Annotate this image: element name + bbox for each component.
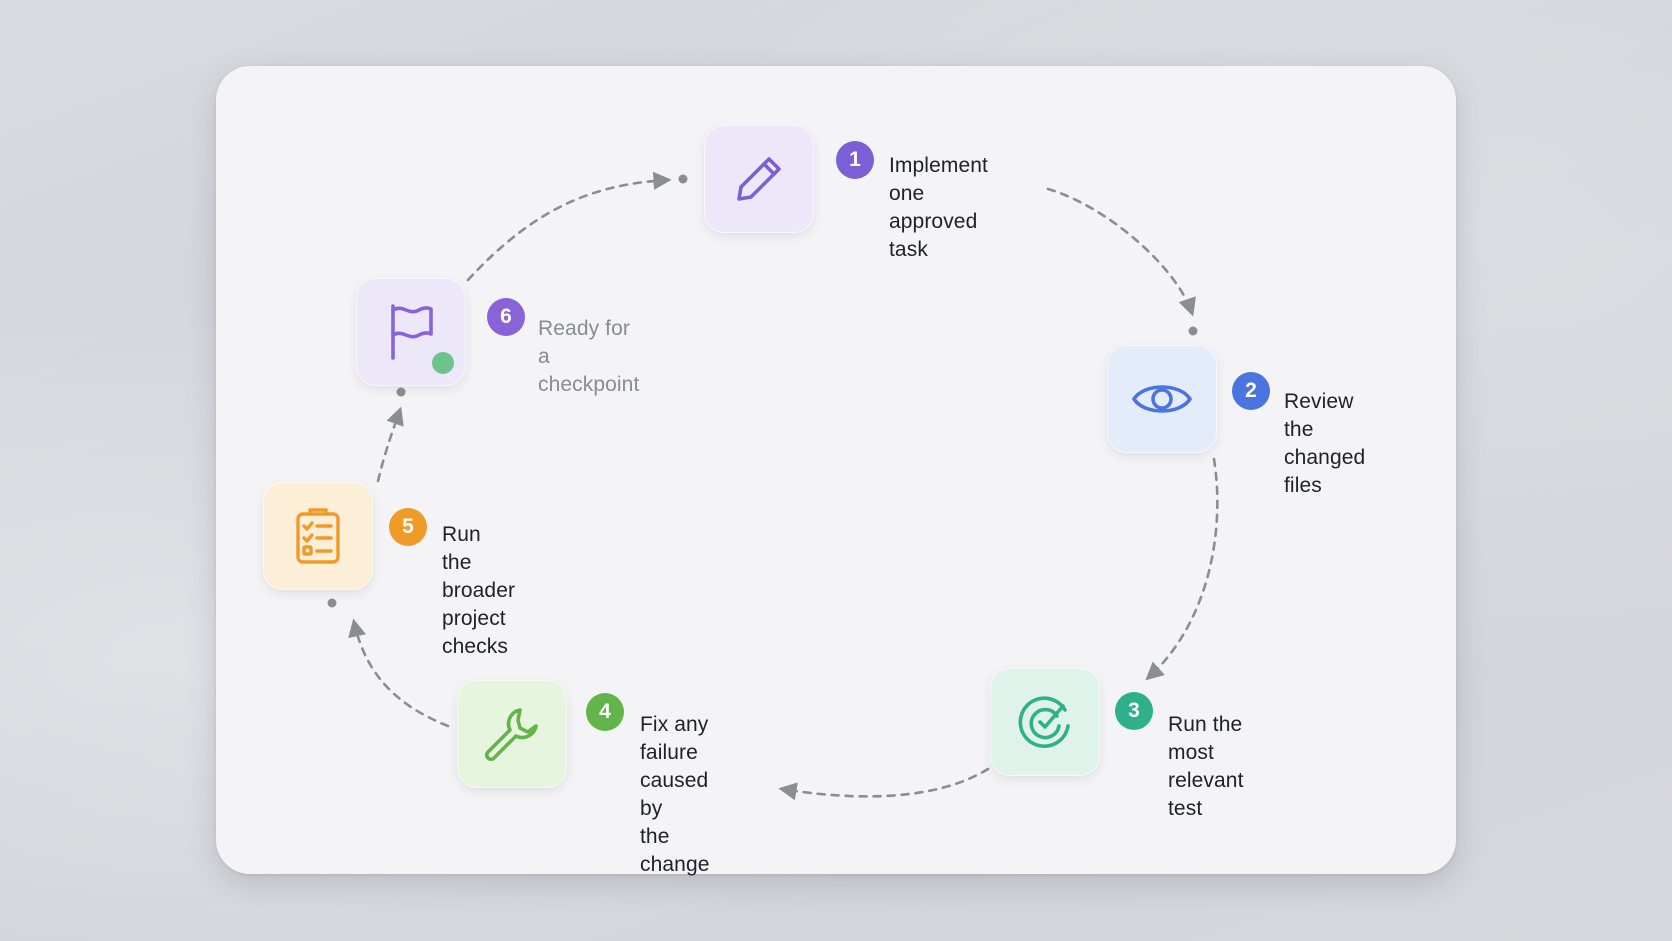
connector-endpoint-dot — [396, 387, 406, 397]
connector-endpoint-dot — [327, 598, 337, 608]
step-6-number-badge: 6 — [487, 298, 525, 336]
step-1-label: Implement one approved task — [889, 154, 988, 261]
connector-6-to-1 — [466, 171, 672, 282]
step-2-label: Review the changed files — [1284, 390, 1366, 497]
connector-endpoint-dot — [1188, 326, 1198, 336]
cycle-connectors — [327, 171, 1219, 801]
step-4-number-badge: 4 — [586, 693, 624, 731]
wrench-icon — [484, 708, 538, 762]
step-3-number-badge: 3 — [1115, 692, 1153, 730]
step-4-tile — [457, 680, 567, 788]
flag-icon — [391, 304, 433, 360]
step-1-tile — [704, 125, 814, 233]
connector-4-to-5 — [348, 618, 450, 728]
cycle-card: 1 Implement one approved task 2 Review t… — [216, 66, 1456, 876]
connector-5-to-6 — [376, 406, 404, 483]
step-3-label: Run the most relevant test — [1168, 713, 1244, 820]
connector-endpoint-dot — [678, 174, 688, 184]
step-5-number-badge: 5 — [389, 508, 427, 546]
eye-icon — [1132, 385, 1192, 413]
step-1-number-badge: 1 — [836, 141, 874, 179]
connector-2-to-3 — [1145, 457, 1219, 681]
clipboard-checklist-icon — [296, 508, 340, 564]
connector-3-to-4 — [778, 767, 990, 801]
status-dot — [432, 352, 454, 374]
step-2-tile — [1107, 345, 1217, 453]
step-2-number-badge: 2 — [1232, 372, 1270, 410]
target-check-icon — [1018, 696, 1070, 748]
step-4-label: Fix any failure caused by the change — [640, 713, 710, 876]
step-3-tile — [990, 668, 1100, 776]
pencil-icon — [737, 157, 781, 201]
step-5-tile — [263, 482, 373, 590]
step-6-tile — [356, 278, 466, 386]
step-5-label: Run the broader project checks — [442, 523, 516, 658]
step-6-label: Ready for a checkpoint — [538, 317, 640, 396]
connector-1-to-2 — [1046, 187, 1196, 317]
